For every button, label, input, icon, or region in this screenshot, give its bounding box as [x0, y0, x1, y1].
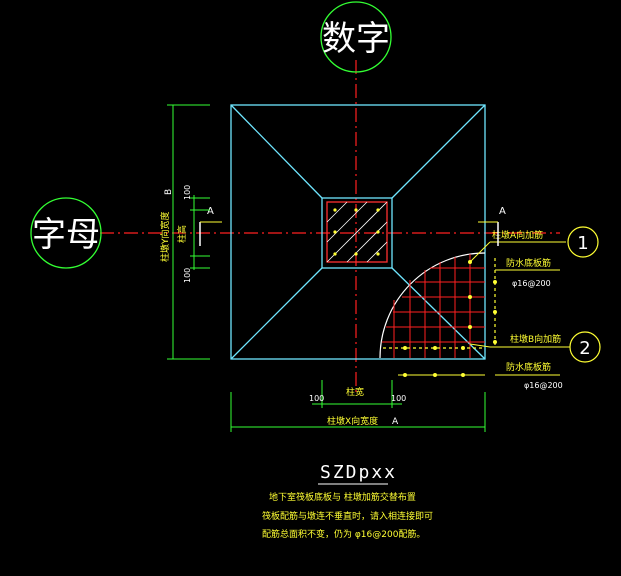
dim-horizontal [230, 380, 486, 432]
callout-1-label: 1 [577, 233, 588, 254]
dim-v100-top: 100 [183, 185, 192, 200]
dim-v100-bot: 100 [183, 268, 192, 283]
dim-a-label: A [392, 417, 399, 427]
column-section [326, 201, 388, 263]
note-1b: 防水底板筋 [506, 257, 551, 269]
dim-h100-right: 100 [391, 394, 406, 403]
note-1c: φ16@200 [512, 279, 551, 288]
rebar-detail [379, 252, 497, 377]
section-marks: A A [199, 206, 506, 246]
note-1a: 柱墩A向加筋 [492, 229, 543, 241]
dim-col-y-width: 柱墩Y向宽度 [159, 212, 171, 263]
axis-lines [100, 60, 560, 395]
note-line-1: 地下室筏板底板与 柱墩加筋交替布置 [269, 491, 416, 503]
callout-leaders [469, 241, 570, 376]
dim-b-label: B [164, 189, 174, 195]
note-2a: 柱墩B向加筋 [510, 333, 561, 345]
notes: 地下室筏板底板与 柱墩加筋交替布置 筏板配筋与墩连不垂直时，请入相连接即可 配筋… [262, 491, 433, 540]
dim-col-x-width: 柱墩X向宽度 [327, 415, 378, 427]
dim-col-high: 柱高 [176, 225, 188, 243]
dim-col-width: 柱宽 [346, 386, 364, 398]
callout-2: 2 [569, 331, 601, 363]
section-mark-left: A [207, 206, 214, 217]
note-line-3: 配筋总面积不变，仍为 φ16@200配筋。 [262, 528, 425, 540]
note-line-2: 筏板配筋与墩连不垂直时，请入相连接即可 [262, 510, 433, 522]
note-2b: 防水底板筋 [506, 361, 551, 373]
axis-bubble-top: 数字 [320, 1, 392, 73]
axis-bubble-left-label: 字母 [32, 215, 100, 255]
dim-vertical [167, 104, 210, 360]
callout-2-label: 2 [579, 338, 590, 359]
callout-1: 1 [567, 226, 599, 258]
note-2c: φ16@200 [524, 381, 563, 390]
dim-h100-left: 100 [309, 394, 324, 403]
axis-bubble-top-label: 数字 [322, 19, 390, 59]
drawing-code: SZDpxx [320, 462, 397, 483]
section-mark-right: A [499, 206, 506, 217]
rebar-notes: 柱墩A向加筋 防水底板筋 φ16@200 柱墩B向加筋 防水底板筋 φ16@20… [492, 229, 563, 390]
pile-cap [230, 104, 486, 360]
axis-bubble-left: 字母 [30, 197, 102, 269]
